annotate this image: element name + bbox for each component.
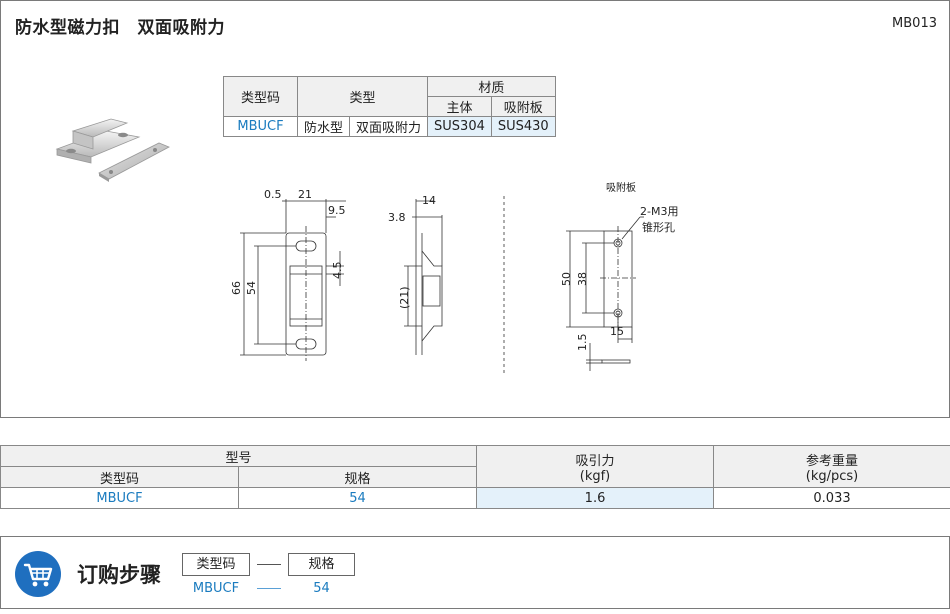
model-header-spec: 规格 (237, 466, 478, 488)
spec-cell-plate: SUS430 (490, 116, 556, 137)
plate-title: 吸附板 (606, 181, 636, 194)
dim-front-d1: 0.5 (264, 188, 282, 201)
dim-front-d6: 54 (245, 281, 258, 295)
page-title: 防水型磁力扣 双面吸附力 (15, 18, 225, 38)
dim-plate-d1: 50 (560, 272, 573, 286)
spec-header-type: 类型 (296, 76, 429, 117)
model-header-type-code: 类型码 (0, 466, 239, 488)
spec-cell-type1: 防水型 (296, 116, 351, 137)
model-cell-type-code: MBUCF (0, 487, 239, 509)
dim-side-d1: 3.8 (388, 211, 406, 224)
order-box-spec: 规格 (288, 553, 355, 576)
spec-header-body: 主体 (427, 96, 492, 117)
dim-front-d4: 4.5 (331, 262, 344, 280)
spec-header-plate: 吸附板 (490, 96, 556, 117)
order-value-type-code: MBUCF (192, 581, 240, 596)
cart-icon (15, 551, 61, 597)
order-box-type-code: 类型码 (182, 553, 250, 576)
spec-cell-type2: 双面吸附力 (349, 116, 429, 137)
model-header-weight-label: 参考重量 (806, 453, 859, 469)
model-cell-force: 1.6 (476, 487, 715, 509)
model-header-force-label: 吸引力 (575, 453, 615, 469)
dim-front-d3: 9.5 (328, 204, 346, 217)
plate-note-line2: 锥形孔 (642, 221, 675, 234)
dim-front-d2: 21 (298, 188, 312, 201)
model-header-force: 吸引力 (kgf) (476, 445, 715, 488)
order-value-spec: 54 (313, 581, 330, 596)
model-cell-weight: 0.033 (713, 487, 950, 509)
model-table: 型号 吸引力 (kgf) 参考重量 (kg/pcs) 类型码 规格 MBUCF … (0, 445, 950, 509)
dim-side-d2: 14 (422, 194, 436, 207)
spec-header-material: 材质 (427, 76, 556, 97)
model-header-model: 型号 (0, 445, 478, 467)
plate-note-line1: 2-M3用 (640, 205, 678, 218)
order-value-connector (257, 588, 281, 589)
dim-plate-d4: 1.5 (576, 334, 589, 352)
order-connector (257, 564, 281, 565)
dim-plate-d2: 38 (576, 272, 589, 286)
product-code: MB013 (892, 16, 937, 31)
order-title: 订购步骤 (77, 563, 161, 587)
spec-cell-type-code: MBUCF (223, 116, 298, 137)
product-panel: 防水型磁力扣 双面吸附力 MB013 类型码 类型 材质 主体 (0, 0, 950, 418)
technical-drawing: 0.5 21 9.5 4.5 66 54 3.8 14 (21) 吸附板 2-M… (230, 181, 678, 376)
product-photo (55, 118, 170, 182)
spec-table: 类型码 类型 材质 主体 吸附板 MBUCF 防水型 双面吸附力 SUS304 … (223, 76, 556, 137)
model-header-force-unit: (kgf) (579, 468, 611, 484)
dim-front-d5: 66 (230, 281, 243, 295)
model-cell-spec: 54 (237, 487, 478, 509)
table-row: MBUCF 54 1.6 0.033 (0, 487, 950, 509)
dim-plate-d3: 15 (610, 325, 624, 338)
model-header-weight-unit: (kg/pcs) (805, 468, 859, 484)
order-steps-panel: 订购步骤 类型码 规格 MBUCF 54 (0, 536, 950, 609)
spec-cell-body: SUS304 (427, 116, 492, 137)
dim-side-d3: (21) (398, 286, 411, 309)
spec-header-type-code: 类型码 (223, 76, 298, 117)
model-header-weight: 参考重量 (kg/pcs) (713, 445, 950, 488)
